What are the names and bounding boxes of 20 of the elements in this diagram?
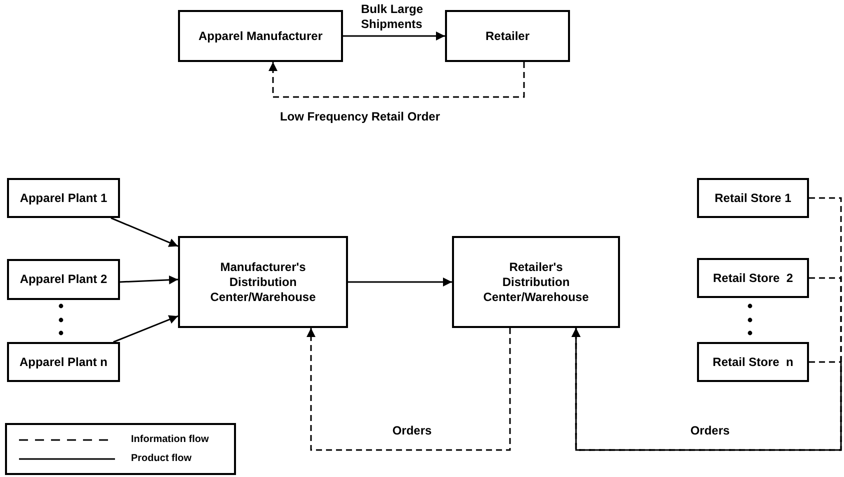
dashed-arrow [572, 328, 842, 451]
process-box: Retailer [445, 10, 570, 62]
process-box: Manufacturer's Distribution Center/Warehouse [178, 236, 348, 328]
process-box: Apparel Plant 2 [7, 259, 120, 300]
process-box: Retailer's Distribution Center/Warehouse [452, 236, 620, 328]
dashed-arrow [268, 62, 525, 98]
process-box: Apparel Plant 1 [7, 178, 120, 218]
process-box: Retail Store 1 [697, 178, 809, 218]
legend-label: Information flow [131, 433, 209, 447]
arrow [110, 217, 178, 247]
process-box: Retail Store 2 [697, 258, 809, 298]
arrow [348, 278, 452, 286]
process-box: Apparel Plant n [7, 342, 120, 382]
dashed-arrow [306, 328, 511, 451]
legend-label: Product flow [131, 452, 192, 466]
arrow [343, 32, 445, 40]
arrow [113, 315, 178, 343]
process-box: Retail Store n [697, 342, 809, 382]
arrow [120, 275, 178, 284]
process-box: Apparel Manufacturer [178, 10, 343, 62]
